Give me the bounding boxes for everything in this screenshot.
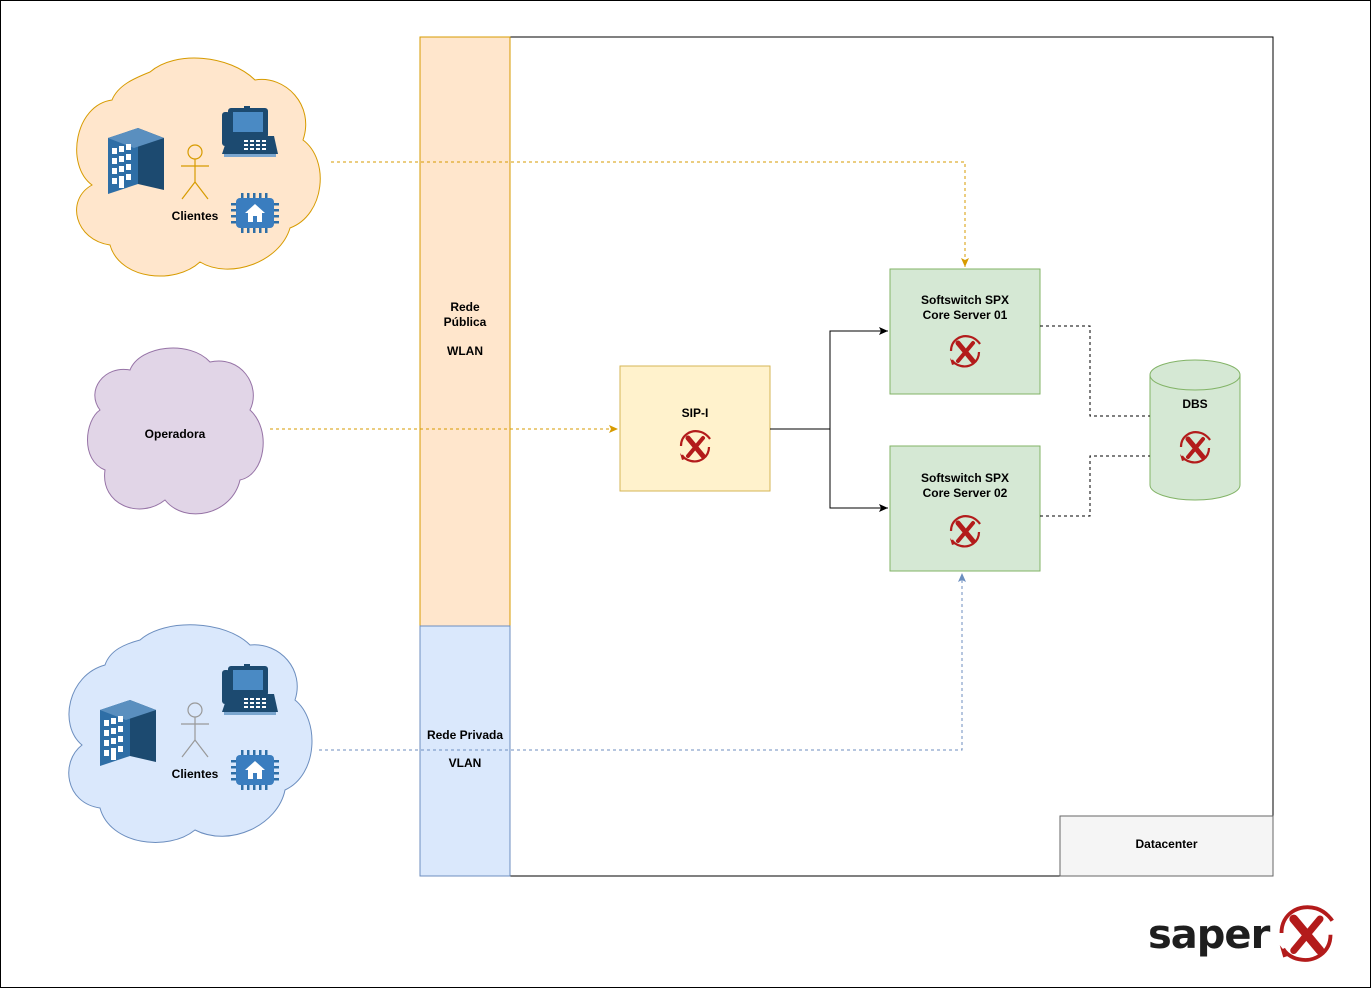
private-network-type: VLAN (448, 756, 482, 770)
public-network-type: WLAN (447, 344, 483, 358)
edge-core2-to-dbs (1040, 455, 1150, 517)
building-icon (100, 700, 156, 766)
core-server-01-node (889, 268, 1041, 395)
core-server-02-label-line2: Core Server 02 (922, 486, 1008, 500)
operadora-cloud (87, 347, 264, 515)
iot-home-chip-icon (231, 750, 279, 790)
datacenter-label-box (1059, 815, 1274, 877)
public-network-name-line1: Rede (450, 300, 480, 314)
core-server-01-label-line1: Softswitch SPX (920, 293, 1009, 307)
saperx-logo-x-icon (1279, 905, 1334, 962)
edge-core1-to-dbs (1040, 325, 1150, 417)
dbs-label: DBS (1182, 397, 1208, 411)
edge-clients-bottom-to-core2 (319, 573, 966, 751)
core-server-02-node (889, 445, 1041, 572)
sip-i-label: SIP-I (681, 406, 709, 420)
dbs-cylinder (1149, 359, 1241, 501)
clients-top-label: Clientes (171, 209, 219, 223)
saperx-logo-text: saper (1148, 912, 1270, 958)
clients-bottom-label: Clientes (171, 767, 219, 781)
sip-i-node (619, 365, 771, 492)
edge-clients-top-to-core1 (331, 161, 969, 267)
datacenter-label: Datacenter (1135, 837, 1198, 851)
iot-home-chip-icon (231, 193, 279, 233)
core-server-01-label-line2: Core Server 01 (922, 308, 1008, 322)
public-network-column (419, 36, 511, 627)
edge-sipi-to-core2 (770, 428, 888, 512)
private-network-column (419, 625, 511, 877)
building-icon (108, 128, 164, 194)
private-network-name: Rede Privada (426, 728, 504, 742)
public-network-name-line2: Pública (443, 315, 487, 329)
core-server-02-label-line1: Softswitch SPX (920, 471, 1009, 485)
operadora-label: Operadora (144, 427, 206, 441)
